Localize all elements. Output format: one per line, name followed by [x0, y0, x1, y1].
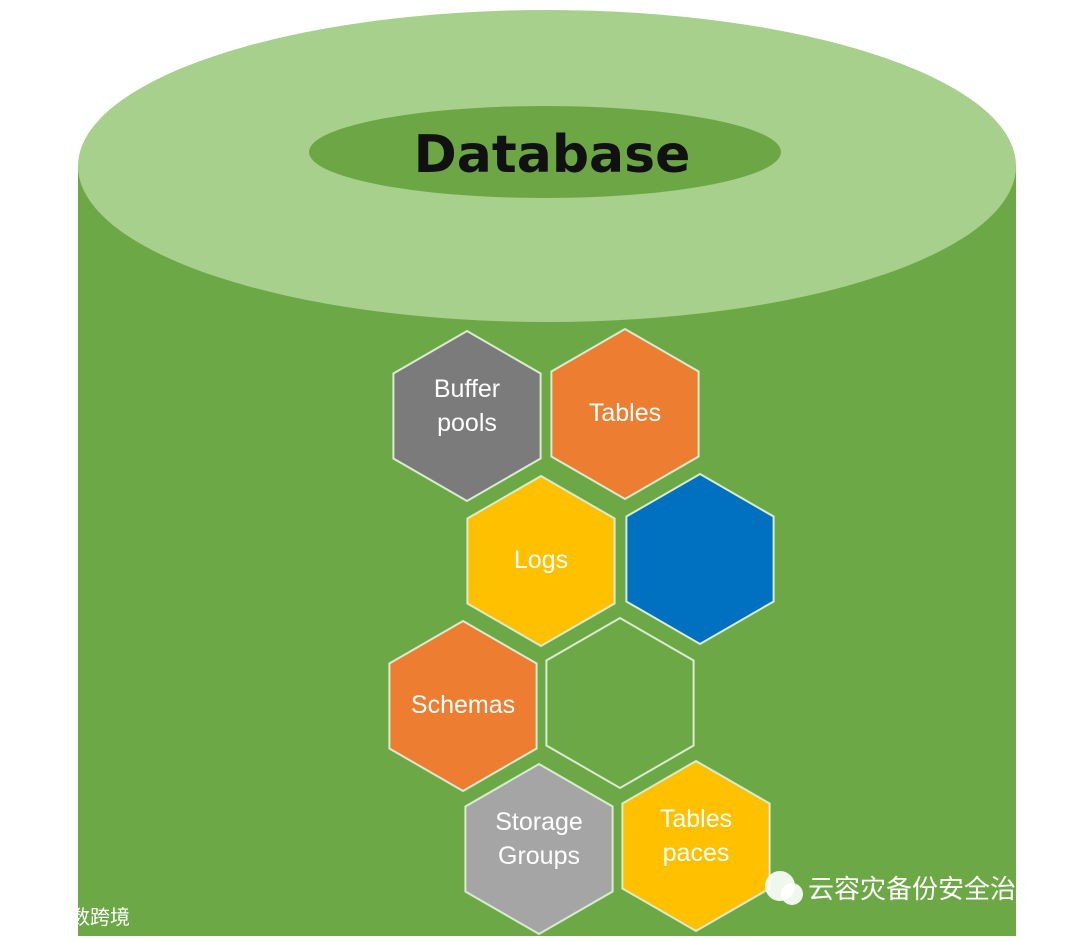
hexagon-schemas-shape	[388, 619, 538, 793]
watermark-left-text: 大数跨境	[50, 905, 130, 929]
hexagon-buffer-pools-label: Buffer	[434, 375, 500, 403]
hexagon-buffer-pools: Buffer pools	[392, 329, 542, 503]
hexagon-storage-groups-shape	[464, 762, 614, 936]
wechat-icon-bubble	[781, 883, 803, 905]
hexagon-tables-label: Tables	[589, 399, 661, 427]
hexagon-tablespaces-shape	[621, 759, 771, 933]
hexagon-logs-shape	[466, 474, 616, 648]
hexagon-schemas: Schemas	[388, 619, 538, 793]
watermark-logo-icon-dot	[25, 904, 37, 916]
hexagon-logs-label: Logs	[514, 546, 568, 574]
hexagon-tables-shape	[550, 327, 700, 501]
hexagon-green-blank	[545, 616, 695, 790]
watermark-left: 大数跨境	[9, 904, 130, 929]
watermark-right-text: 云容灾备份安全治理	[808, 875, 1042, 905]
hexagon-buffer-pools-shape	[392, 329, 542, 503]
hexagon-logs: Logs	[466, 474, 616, 648]
hexagon-buffer-pools-label: pools	[437, 409, 497, 437]
title-ellipse	[309, 106, 781, 198]
hexagon-storage-groups-label: Storage	[495, 808, 583, 836]
hexagon-tablespaces-label: Tables	[660, 805, 732, 833]
watermark-right: 云容灾备份安全治理	[765, 871, 1042, 905]
hexagon-schemas-label: Schemas	[411, 691, 515, 719]
hexagon-tablespaces: Tables paces	[621, 759, 771, 933]
hexagon-blue-blank-shape	[625, 472, 775, 646]
hexagon-green-blank-shape	[545, 616, 695, 790]
hexagon-tables: Tables	[550, 327, 700, 501]
watermark-logo-icon	[9, 905, 27, 923]
hexagon-storage-groups-label: Groups	[498, 842, 580, 870]
database-title: Database	[414, 125, 691, 185]
hexagon-blue-blank	[625, 472, 775, 646]
hexagon-tablespaces-label: paces	[663, 839, 730, 867]
